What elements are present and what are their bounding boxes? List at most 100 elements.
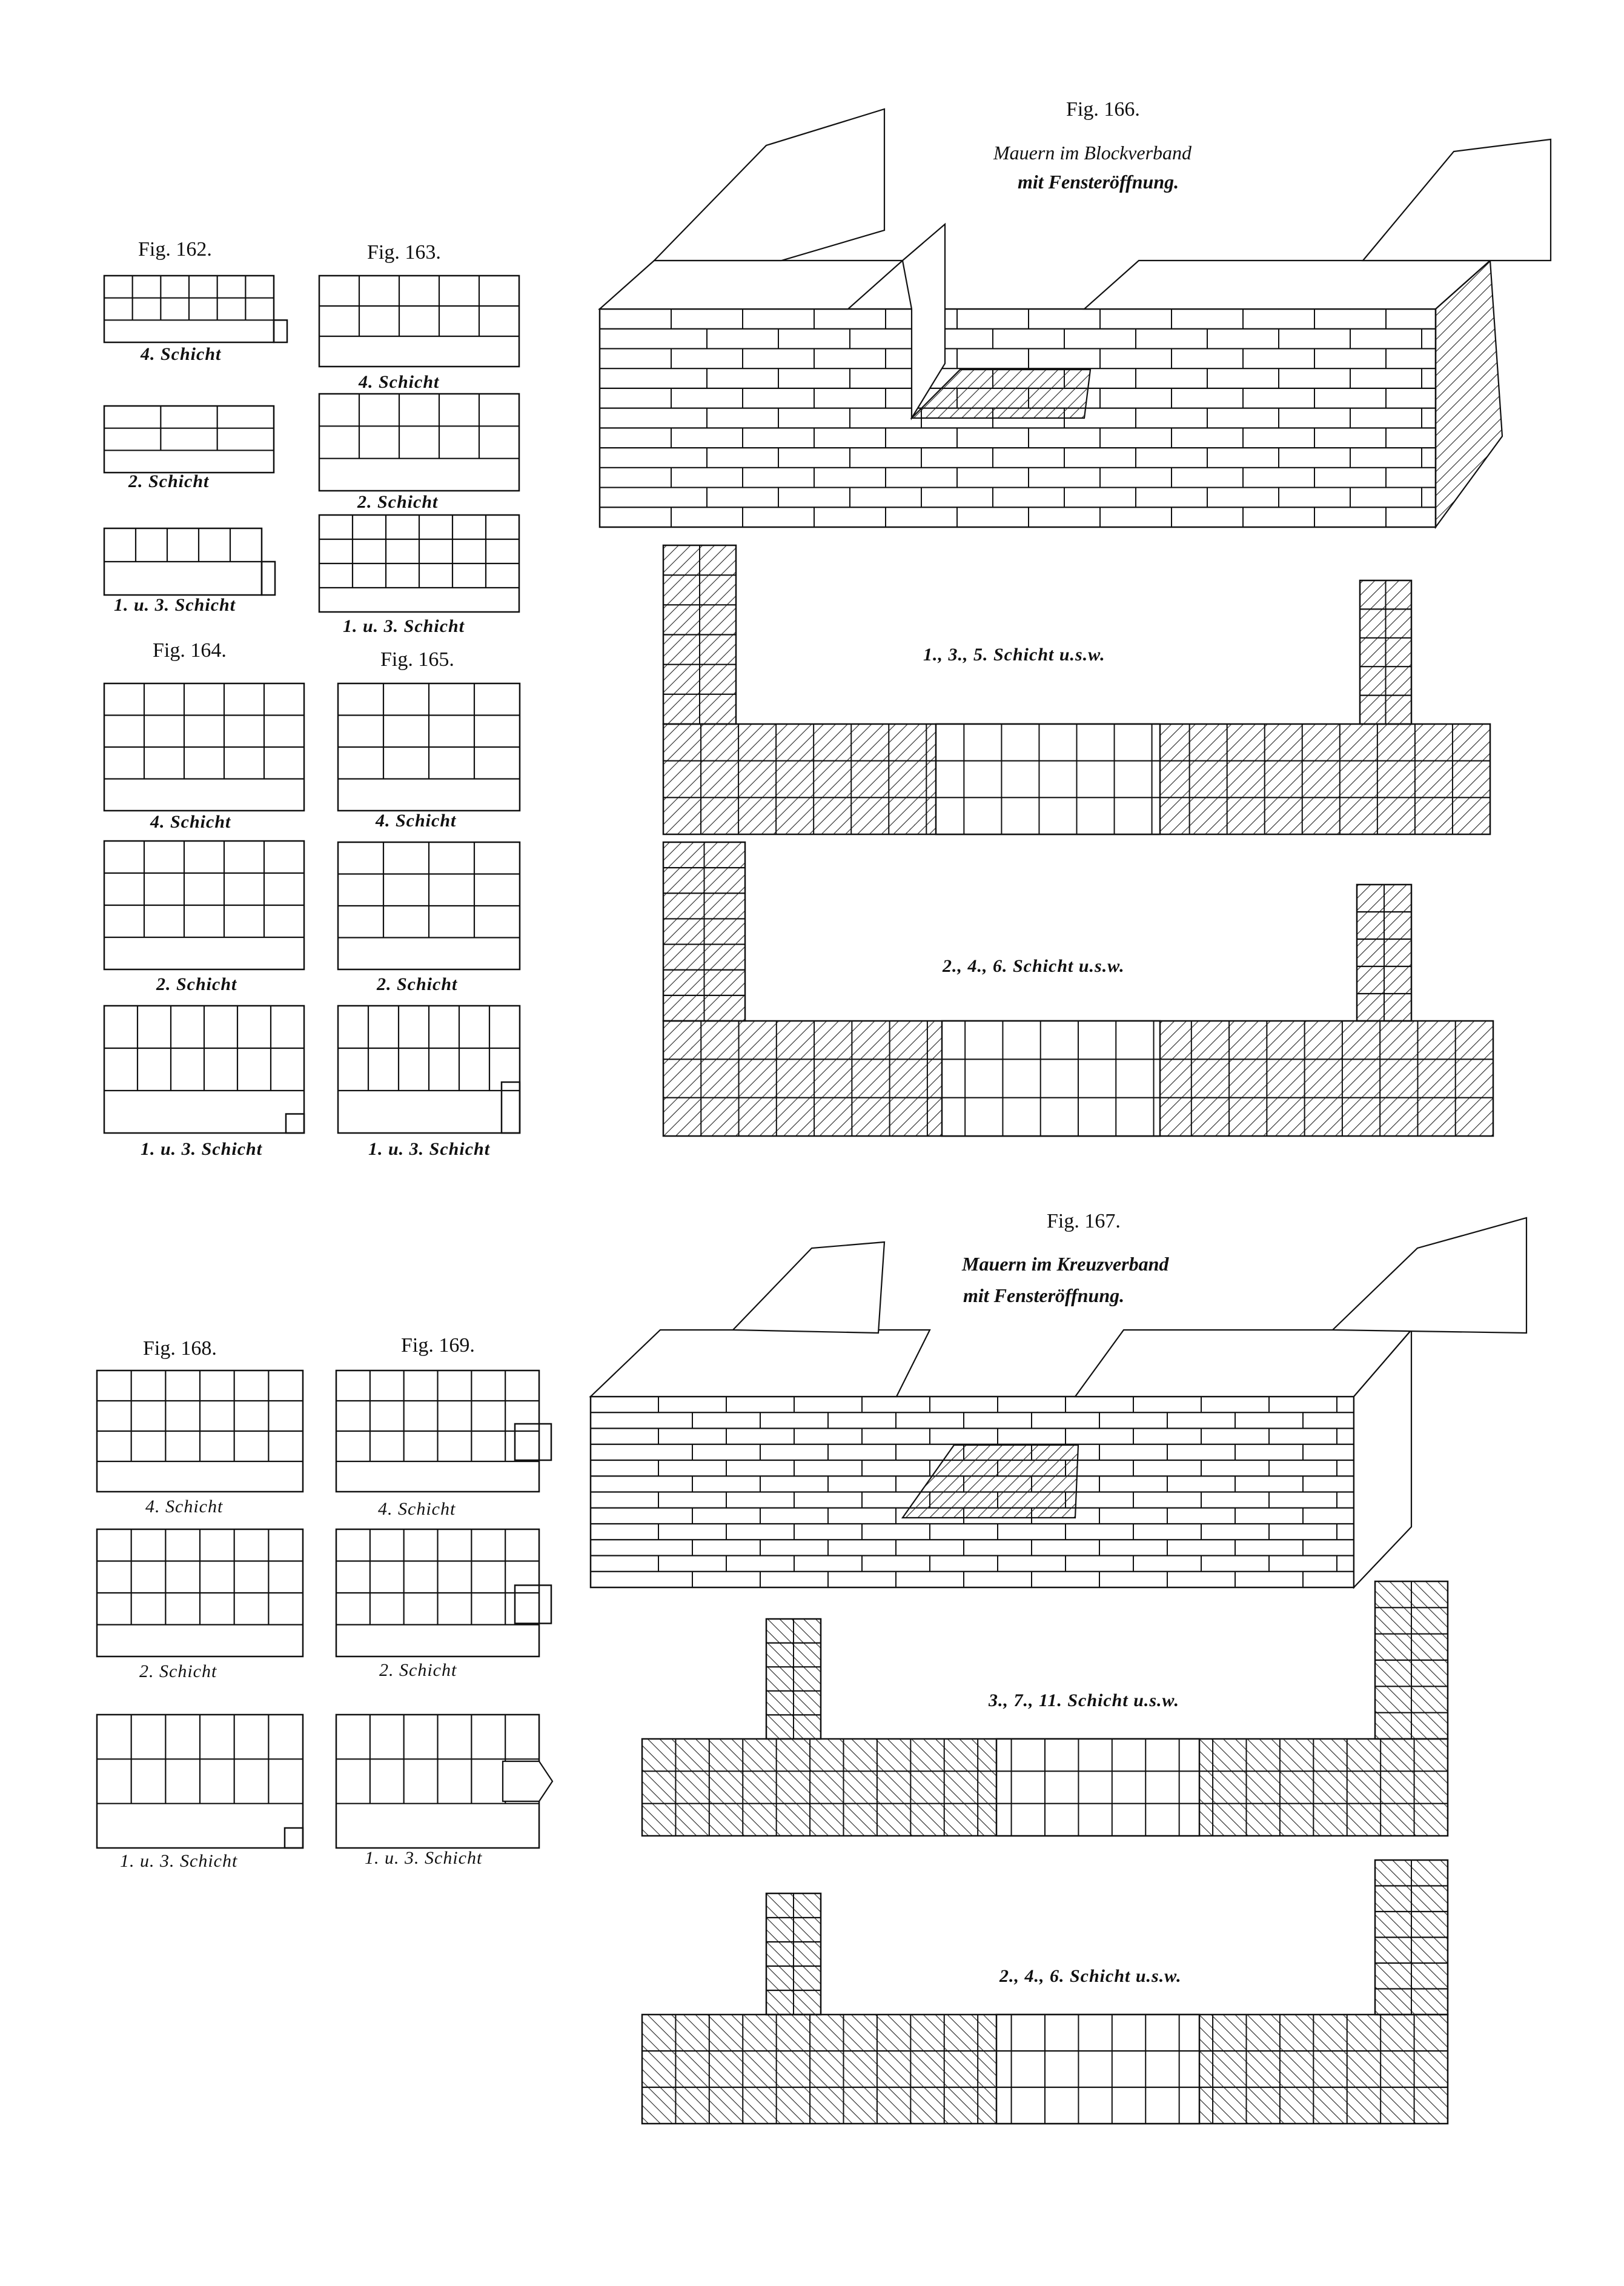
fig167-plan-b-right-pier [1374,1859,1449,2016]
fig162-layer4-plan [103,274,288,344]
fig167-caption-line1: Mauern im Kreuzverband [962,1253,1169,1275]
fig166-rear-pier-right-surface [1361,138,1552,262]
fig165-layer4-plan [337,682,521,812]
fig164-layer4-plan [103,682,305,812]
fig165-stub [500,1081,521,1134]
fig165-layer4-label: 4. Schicht [376,811,457,831]
fig166-plan-b-label: 2., 4., 6. Schicht u.s.w. [943,956,1125,976]
fig167-plan-b-label: 2., 4., 6. Schicht u.s.w. [999,1966,1182,1986]
fig169-layer2-plan [335,1528,552,1658]
fig167-top-left [589,1329,931,1398]
course-plan-drawings [641,544,1494,2125]
fig166-rear-pier-right [1361,138,1552,262]
fig162-layer2-label: 2. Schicht [128,471,210,491]
fig167-plan-b-left-pier [765,1892,822,2016]
fig164-layer4-label: 4. Schicht [150,812,231,832]
fig162-stub2 [260,560,276,596]
fig168-stub [283,1827,304,1849]
fig164-layer13-plan [103,1005,305,1134]
fig168-layer13-label: 1. u. 3. Schicht [120,1851,238,1871]
fig166-top-right-surface [1082,259,1492,310]
fig166-sill-surface [910,368,1092,419]
fig169-layer2-label: 2. Schicht [379,1660,457,1680]
bond-plan-diagrams [96,274,554,1849]
fig167-rear-pier-right-surface [1331,1217,1528,1334]
fig164-layer13-label: 1. u. 3. Schicht [141,1139,263,1159]
fig168-layer4-plan [96,1369,304,1493]
fig163-layer4-plan-outline [318,274,520,368]
fig163-layer2-plan-outline [318,393,520,492]
fig169-layer4-label: 4. Schicht [378,1499,456,1519]
fig167-rear-pier-left [731,1241,886,1334]
fig167-top-right-surface [1073,1329,1413,1398]
fig163-layer4-label: 4. Schicht [359,372,440,392]
fig162-title: Fig. 162. [138,238,212,261]
fig166-side-face-right [1434,259,1503,530]
fig162-stub [273,319,288,344]
fig167-plan-b-window-opening [995,2013,1201,2125]
fig166-plan-a-window-opening [935,723,1161,836]
fig167-top-right [1073,1329,1413,1398]
fig166-window-jamb-left [901,222,946,420]
fig166-plan-b-left-pier [662,841,746,1022]
fig167-caption-line2: mit Fensteröffnung. [963,1284,1125,1306]
fig167-plan-a-label: 3., 7., 11. Schicht u.s.w. [989,1690,1179,1710]
fig166-plan-b [662,1020,1494,1137]
fig163-layer4-plan [318,274,520,368]
fig168-layer4-label: 4. Schicht [145,1497,224,1517]
fig166-plan-a-label: 1., 3., 5. Schicht u.s.w. [923,645,1105,665]
fig169-title: Fig. 169. [401,1334,475,1357]
fig166-rear-pier-left [652,108,886,262]
fig167-rear-pier-right [1331,1217,1528,1334]
fig165-layer2-plan [337,841,521,971]
fig168-title: Fig. 168. [143,1337,217,1360]
fig165-layer13-plan [337,1005,521,1134]
fig167-top-left-surface [589,1329,931,1398]
fig162-layer13-label: 1. u. 3. Schicht [114,595,236,615]
fig166-top-left [598,259,904,310]
fig169-header2 [514,1584,552,1624]
fig166-title: Fig. 166. [1066,98,1140,121]
fig167-sill [901,1444,1079,1519]
fig167-title: Fig. 167. [1047,1210,1121,1232]
fig167-side-face-right [1353,1328,1413,1589]
fig165-layer13-label: 1. u. 3. Schicht [368,1139,491,1159]
fig164-title: Fig. 164. [153,639,227,662]
fig167-plan-a-left-pier [765,1618,822,1740]
fig163-title: Fig. 163. [367,241,441,264]
fig167-rear-pier-left-surface [731,1241,886,1334]
fig162-layer2-plan-outline [103,405,275,474]
fig166-top-left-surface [598,259,904,310]
fig168-layer13-plan [96,1713,304,1849]
fig166-plan-a-left-pier [662,544,737,725]
fig163-layer13-label: 1. u. 3. Schicht [343,616,465,636]
fig163-layer2-label: 2. Schicht [357,492,439,512]
fig166-plan-a-right-pier [1359,579,1413,725]
fig168-layer2-plan [96,1528,304,1658]
fig167-plan-a-window-opening [995,1738,1201,1837]
fig169-layer4-plan [335,1369,552,1493]
fig166-plan-b-window-opening [941,1020,1161,1137]
fig164-layer2-plan [103,840,305,971]
fig163-layer2-plan [318,393,520,492]
fig167-plan-a [641,1738,1449,1837]
fig164-layer2-label: 2. Schicht [156,974,237,994]
fig166-rear-pier-left-surface [652,108,886,262]
fig166-plan-b-right-pier [1356,883,1413,1022]
fig165-title: Fig. 165. [380,648,454,671]
fig166-sill [910,368,1092,419]
fig166-caption-line1: Mauern im Blockverband [993,142,1192,164]
fig169-closer [502,1760,554,1803]
fig167-plan-a-right-pier [1374,1580,1449,1740]
fig164-stub [285,1113,305,1134]
fig169-header [514,1423,552,1461]
fig167-sill-surface [901,1444,1079,1519]
fig166-plan-a [662,723,1491,836]
fig162-layer13-plan [103,527,276,596]
isometric-wall-drawings [589,108,1552,1589]
fig163-layer13-plan [318,514,520,613]
fig166-top-right [1082,259,1492,310]
fig162-layer4-label: 4. Schicht [141,344,222,364]
fig162-layer2-plan [103,405,275,474]
